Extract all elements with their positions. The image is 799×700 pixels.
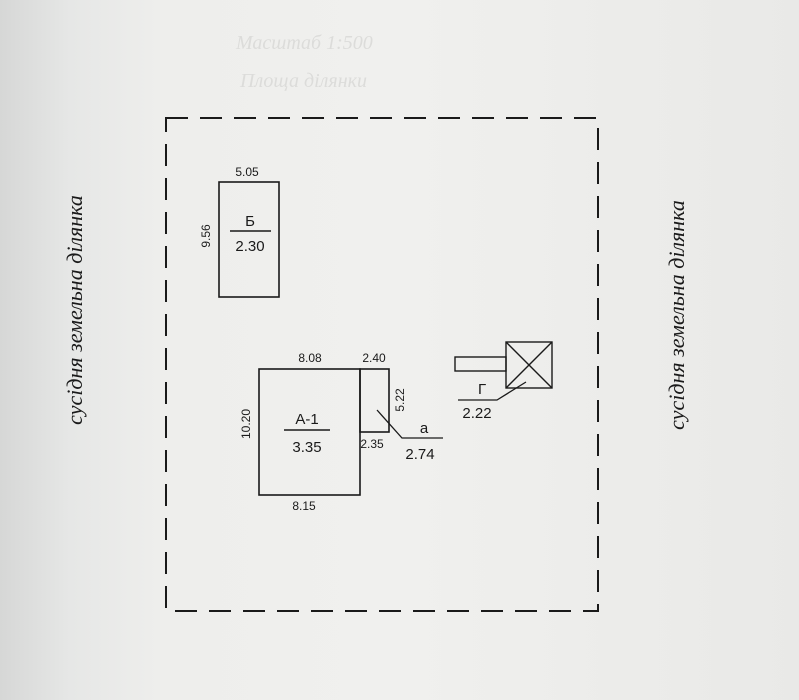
- plot-boundary: [165, 117, 599, 612]
- building-a1-name: А-1: [295, 411, 318, 428]
- structure-g-cross-2: [505, 341, 553, 389]
- building-b-dim-left: 9.56: [199, 224, 213, 248]
- building-b: [218, 181, 280, 298]
- building-a1-dim-left: 10.20: [239, 409, 253, 439]
- structure-g-name: Г: [478, 381, 486, 398]
- extension-a-leader: [376, 409, 443, 439]
- extension-a: [359, 368, 390, 433]
- left-neighbor-label: сусідня земельна ділянка: [62, 195, 87, 425]
- structure-g-leader: [458, 381, 527, 401]
- extension-a-name: а: [420, 420, 429, 437]
- building-b-name: Б: [245, 213, 255, 230]
- building-b-height: 2.30: [235, 238, 264, 255]
- structure-g-pipe: [454, 356, 507, 372]
- building-a1-dim-bottom: 8.15: [292, 499, 316, 513]
- right-neighbor-label: сусідня земельна ділянка: [664, 200, 689, 430]
- building-a1-dim-top: 8.08: [298, 351, 322, 365]
- faded-scale-text: Масштаб 1:500: [236, 32, 373, 54]
- extension-a-dim-bottom: 2.35: [360, 437, 384, 451]
- extension-a-dim-right: 5.22: [393, 388, 407, 412]
- faded-area-text: Площа ділянки: [240, 70, 367, 92]
- structure-g-height: 2.22: [462, 405, 491, 422]
- building-a1-height: 3.35: [292, 439, 321, 456]
- extension-a-height: 2.74: [405, 446, 434, 463]
- extension-a-dim-top: 2.40: [362, 351, 386, 365]
- building-a1: [258, 368, 361, 496]
- building-b-dim-top: 5.05: [235, 165, 259, 179]
